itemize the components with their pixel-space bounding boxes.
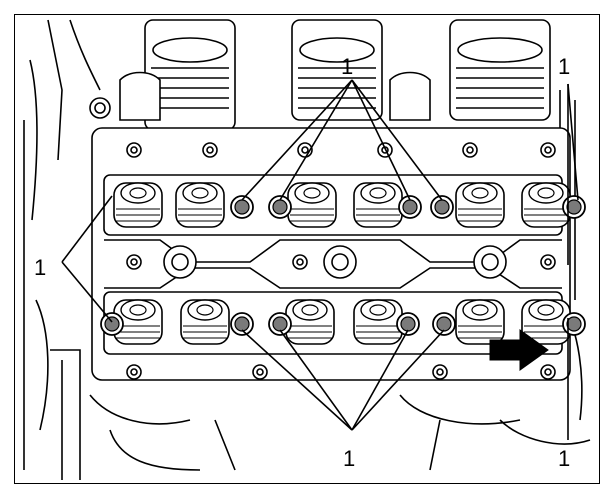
- upper-tappet-cap-0: [129, 187, 147, 199]
- leader-line-1: [351, 79, 411, 201]
- upper-marked-bolt-head-2: [402, 199, 418, 215]
- callout-label-bottom-center: 1: [343, 446, 355, 471]
- intake-ports: [119, 19, 551, 131]
- head-bolt-center-1: [206, 146, 214, 154]
- head-bolt-center-2: [301, 146, 309, 154]
- callout-label-bottom-right: 1: [558, 446, 570, 471]
- lower-marked-bolt-head-5: [566, 316, 582, 332]
- head-bolt-center-6: [130, 258, 138, 266]
- upper-tappet-cap-3: [369, 187, 387, 199]
- outline-stroke-8: [109, 429, 201, 471]
- head-bolt-center-8: [544, 258, 552, 266]
- head-bolt-center-10: [256, 368, 264, 376]
- outline-stroke-14: [214, 419, 236, 471]
- upper-marked-bolt-head-4: [566, 199, 582, 215]
- leader-line-5: [567, 83, 579, 201]
- spark-plug-bore-2: [481, 253, 499, 271]
- outline-stroke-5: [50, 349, 81, 480]
- lower-valve-row: [100, 299, 586, 345]
- upper-tappet-cap-2: [303, 187, 321, 199]
- direction-arrow-icon: [489, 329, 549, 371]
- head-bolt-center-11: [436, 368, 444, 376]
- lower-tappet-cap-0: [129, 304, 147, 316]
- intake-port-opening-0: [152, 37, 228, 63]
- head-bolt-center-9: [130, 368, 138, 376]
- outline-bolt-left: [89, 97, 111, 119]
- leader-line-0: [279, 79, 353, 201]
- leader-line-2: [351, 79, 443, 201]
- outline-stroke-15: [429, 419, 441, 471]
- outline-stroke-9: [399, 394, 521, 425]
- intake-runner-right: [389, 71, 431, 121]
- upper-marked-bolt-head-3: [434, 199, 450, 215]
- diagram-frame: [14, 14, 600, 484]
- leader-line-11: [351, 329, 445, 431]
- head-bolt-center-5: [544, 146, 552, 154]
- leader-line-8: [241, 329, 353, 431]
- upper-tappet-cap-5: [537, 187, 555, 199]
- outline-stroke-13: [499, 419, 591, 445]
- head-bolt-center-7: [296, 258, 304, 266]
- callout-label-top-center: 1: [341, 54, 353, 79]
- intake-runner-left: [119, 71, 161, 121]
- leader-line-7: [61, 261, 113, 323]
- outline-stroke-1: [47, 19, 63, 161]
- leader-line-6: [61, 195, 113, 263]
- direction-arrow-shape: [489, 329, 549, 371]
- outline-stroke-0: [29, 59, 38, 221]
- outline-stroke-2: [69, 19, 101, 91]
- leader-line-10: [351, 329, 409, 431]
- upper-marked-bolt-head-0: [234, 199, 250, 215]
- lower-tappet-cap-5: [537, 304, 555, 316]
- head-bolt-center-0: [130, 146, 138, 154]
- intake-port-opening-2: [457, 37, 543, 63]
- lower-marked-bolt-head-3: [400, 316, 416, 332]
- outline-bolt-left-inner: [94, 102, 106, 114]
- head-bolt-center-4: [466, 146, 474, 154]
- lower-marked-bolt-head-0: [104, 316, 120, 332]
- upper-marked-bolt-head-1: [272, 199, 288, 215]
- lower-tappet-cap-4: [471, 304, 489, 316]
- lower-tappet-cap-1: [196, 304, 214, 316]
- lower-marked-bolt-head-4: [436, 316, 452, 332]
- callout-leader-lines: [61, 79, 579, 440]
- callout-label-left: 1: [34, 255, 46, 280]
- callout-label-top-right: 1: [558, 54, 570, 79]
- head-bolt-center-12: [544, 368, 552, 376]
- outline-stroke-4: [35, 299, 49, 431]
- lower-marked-bolt-head-1: [234, 316, 250, 332]
- upper-tappet-cap-1: [191, 187, 209, 199]
- intake-port-opening-1: [299, 37, 375, 63]
- lower-tappet-cap-3: [369, 304, 387, 316]
- lower-tappet-cap-2: [301, 304, 319, 316]
- upper-tappet-cap-4: [471, 187, 489, 199]
- lower-marked-bolt-head-2: [272, 316, 288, 332]
- intake-port-2: [449, 19, 551, 121]
- outline-stroke-7: [89, 394, 191, 425]
- spark-plug-bore-1: [331, 253, 349, 271]
- leader-line-9: [279, 329, 353, 431]
- spark-plug-bore-0: [171, 253, 189, 271]
- leader-line-3: [241, 79, 353, 201]
